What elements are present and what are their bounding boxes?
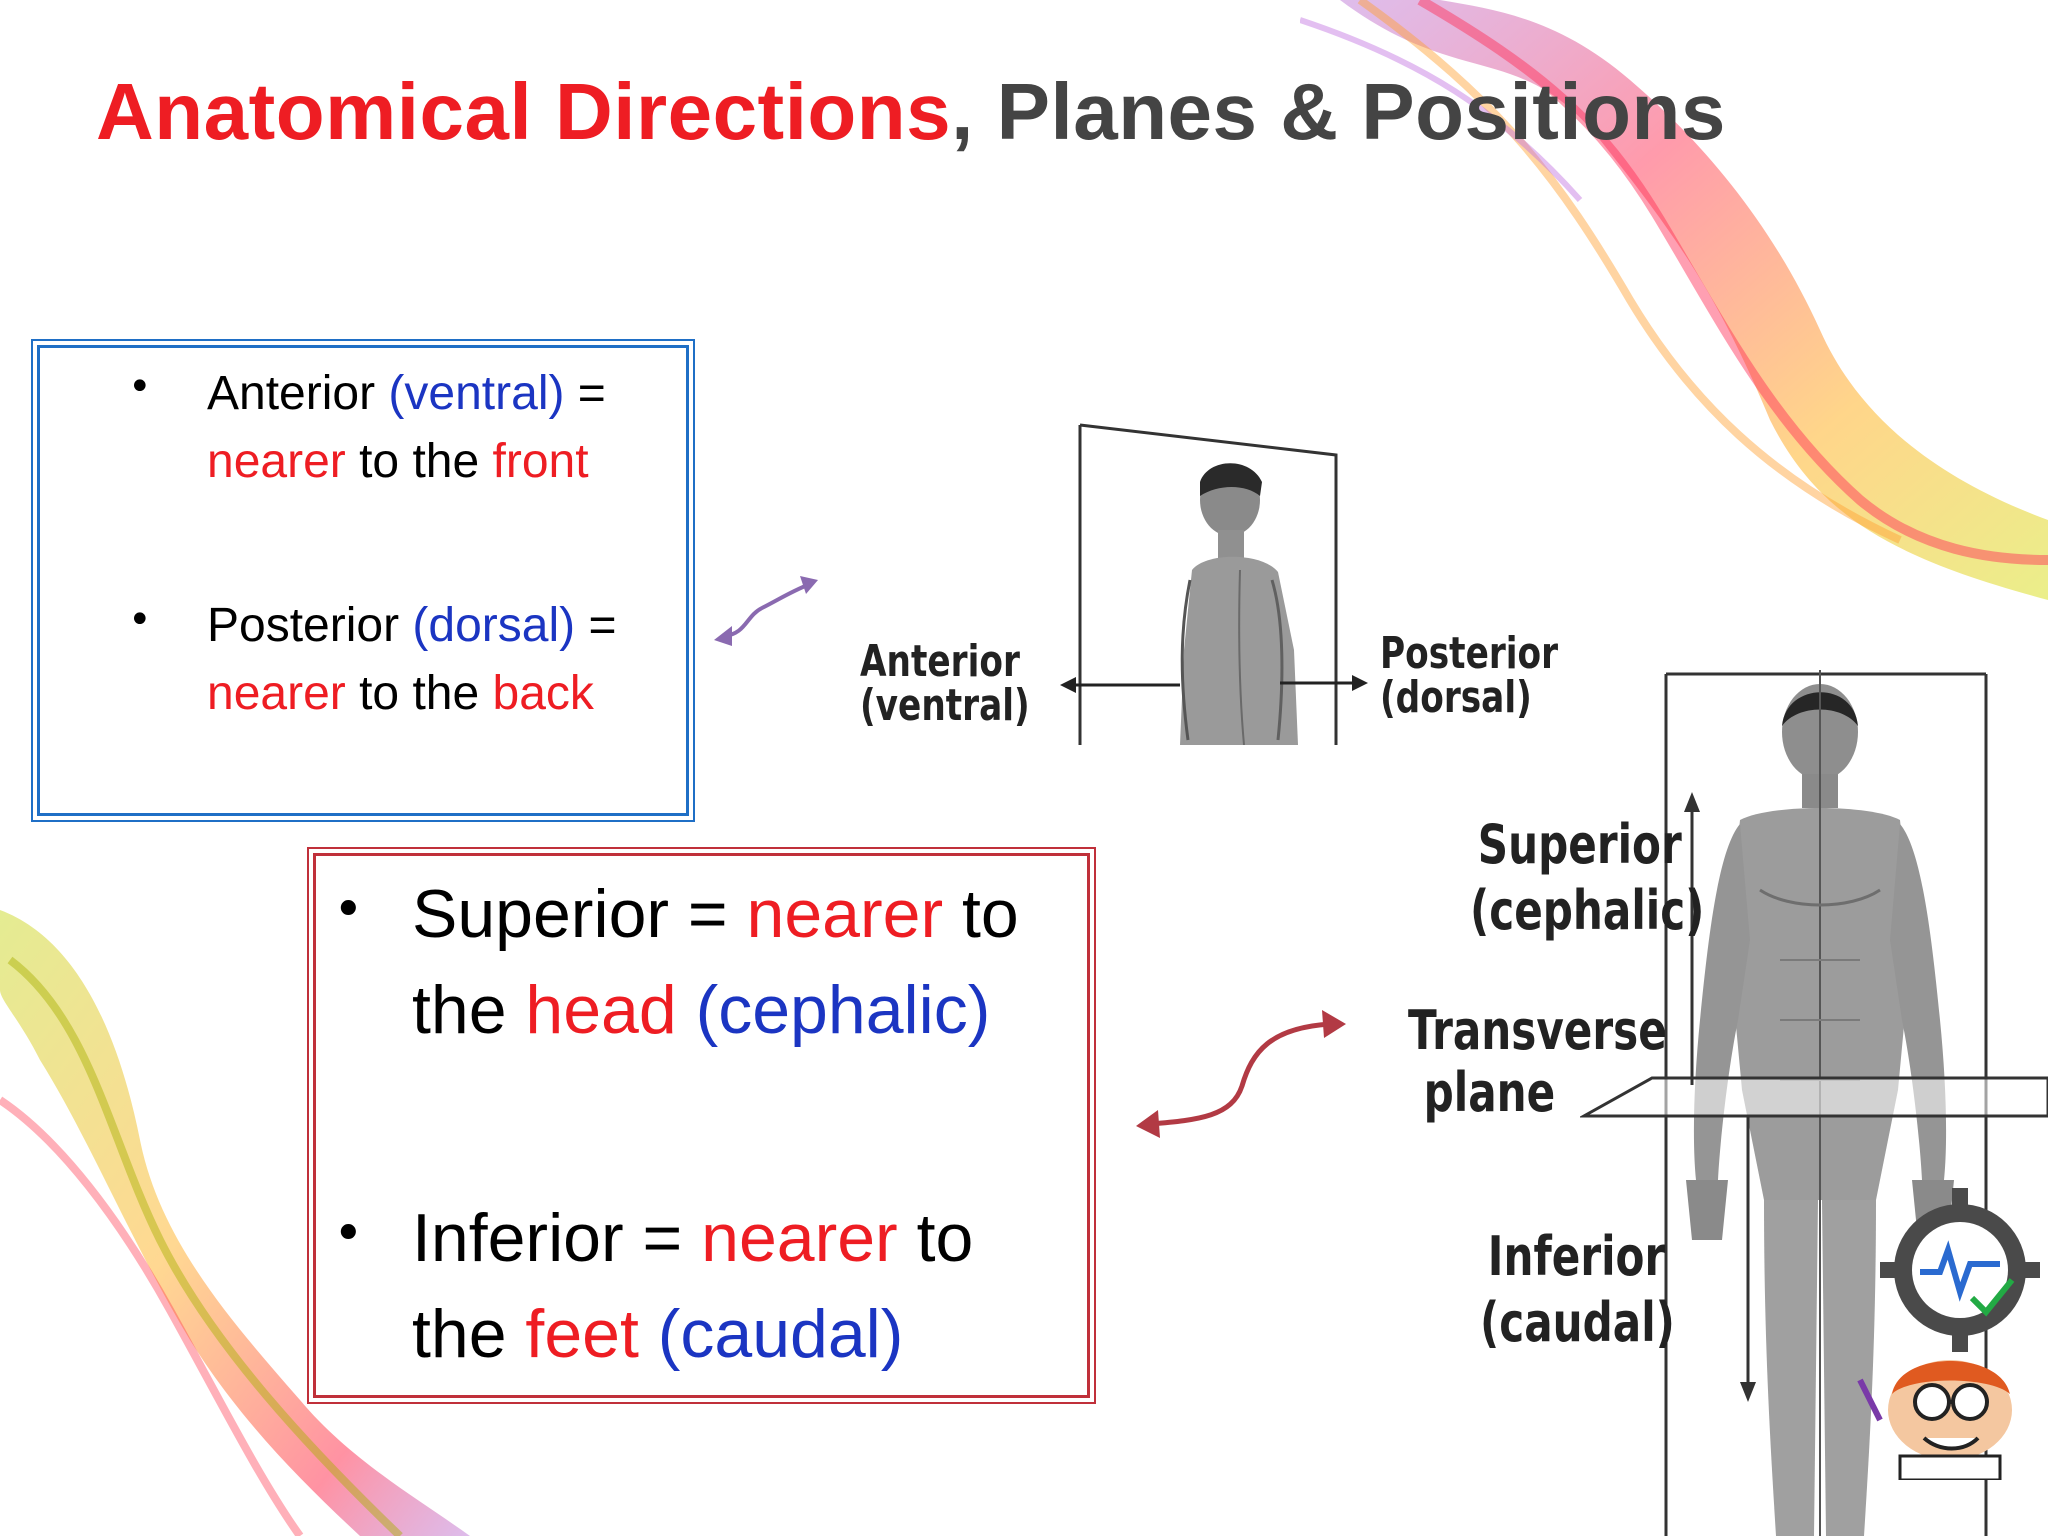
mascot-logo-icon xyxy=(1857,1188,2040,1480)
dorsal-term: (dorsal) xyxy=(412,599,576,652)
title-part-gray: , Planes & Positions xyxy=(951,67,1726,156)
label-superior: Superior (cephalic) xyxy=(1470,812,1704,944)
superior-line-1: Superior = nearer to xyxy=(412,866,1019,962)
nearer-word: nearer xyxy=(746,876,944,952)
front-word: front xyxy=(492,435,589,488)
cephalic-term: (cephalic) xyxy=(676,972,991,1048)
to-the-word: to the xyxy=(345,667,493,720)
title-part-red: Anatomical Directions xyxy=(96,67,952,156)
ventral-term: (ventral) xyxy=(388,367,565,420)
label-transverse-line1: Transverse xyxy=(1408,999,1667,1062)
feet-word: feet xyxy=(525,1296,639,1372)
bullet-3: • xyxy=(333,880,364,940)
equals-sign: = xyxy=(575,599,617,652)
anterior-line-2: nearer to the front xyxy=(207,428,589,496)
back-word: back xyxy=(492,667,594,720)
label-posterior-line1: Posterior xyxy=(1380,628,1559,679)
label-superior-line1: Superior xyxy=(1477,813,1682,876)
side-view-body-figure xyxy=(1060,423,1368,745)
nearer-word: nearer xyxy=(207,435,346,488)
to-word: to xyxy=(897,1200,974,1276)
nearer-word: nearer xyxy=(207,667,346,720)
label-anterior-line1: Anterior xyxy=(860,636,1020,687)
to-the-word: to the xyxy=(345,435,493,488)
posterior-line-2: nearer to the back xyxy=(207,660,594,728)
superior-line-2: the head (cephalic) xyxy=(412,962,990,1058)
label-transverse-plane: Transverse plane xyxy=(1408,1000,1667,1124)
posterior-term: Posterior xyxy=(207,599,400,652)
bullet-1: • xyxy=(128,364,152,410)
superior-term: Superior = xyxy=(412,876,747,952)
anterior-line-1: Anterior (ventral) = xyxy=(207,360,606,428)
label-posterior: Posterior (dorsal) xyxy=(1380,632,1558,720)
the-word: the xyxy=(412,972,526,1048)
smoke-swirl-bottom-left xyxy=(0,910,470,1536)
the-word: the xyxy=(412,1296,526,1372)
label-posterior-line2: (dorsal) xyxy=(1380,672,1532,723)
head-word: head xyxy=(525,972,677,1048)
caudal-term: (caudal) xyxy=(638,1296,904,1372)
inferior-term: Inferior = xyxy=(412,1200,702,1276)
nearer-word: nearer xyxy=(701,1200,898,1276)
label-transverse-line2: plane xyxy=(1423,1061,1556,1124)
label-superior-line2: (cephalic) xyxy=(1470,879,1705,942)
equals-sign: = xyxy=(564,367,606,420)
anterior-term: Anterior xyxy=(207,367,376,420)
to-word: to xyxy=(943,876,1019,952)
bullet-2: • xyxy=(128,597,152,643)
label-inferior: Inferior (caudal) xyxy=(1480,1224,1675,1356)
double-arrow-icon-red xyxy=(1136,1010,1346,1138)
label-anterior: Anterior (ventral) xyxy=(860,640,1030,728)
label-inferior-line1: Inferior xyxy=(1487,1225,1666,1288)
posterior-line-1: Posterior (dorsal) = xyxy=(207,592,617,660)
double-arrow-icon-purple xyxy=(714,576,818,646)
label-inferior-line2: (caudal) xyxy=(1480,1291,1675,1354)
bullet-4: • xyxy=(333,1204,364,1264)
inferior-line-2: the feet (caudal) xyxy=(412,1286,903,1382)
slide-title: Anatomical Directions, Planes & Position… xyxy=(96,66,1726,158)
inferior-line-1: Inferior = nearer to xyxy=(412,1190,973,1286)
label-anterior-line2: (ventral) xyxy=(860,680,1030,731)
superior-inferior-box xyxy=(307,847,1096,1404)
smoke-swirl-top-right xyxy=(1300,0,2048,600)
anterior-posterior-box xyxy=(31,339,695,822)
